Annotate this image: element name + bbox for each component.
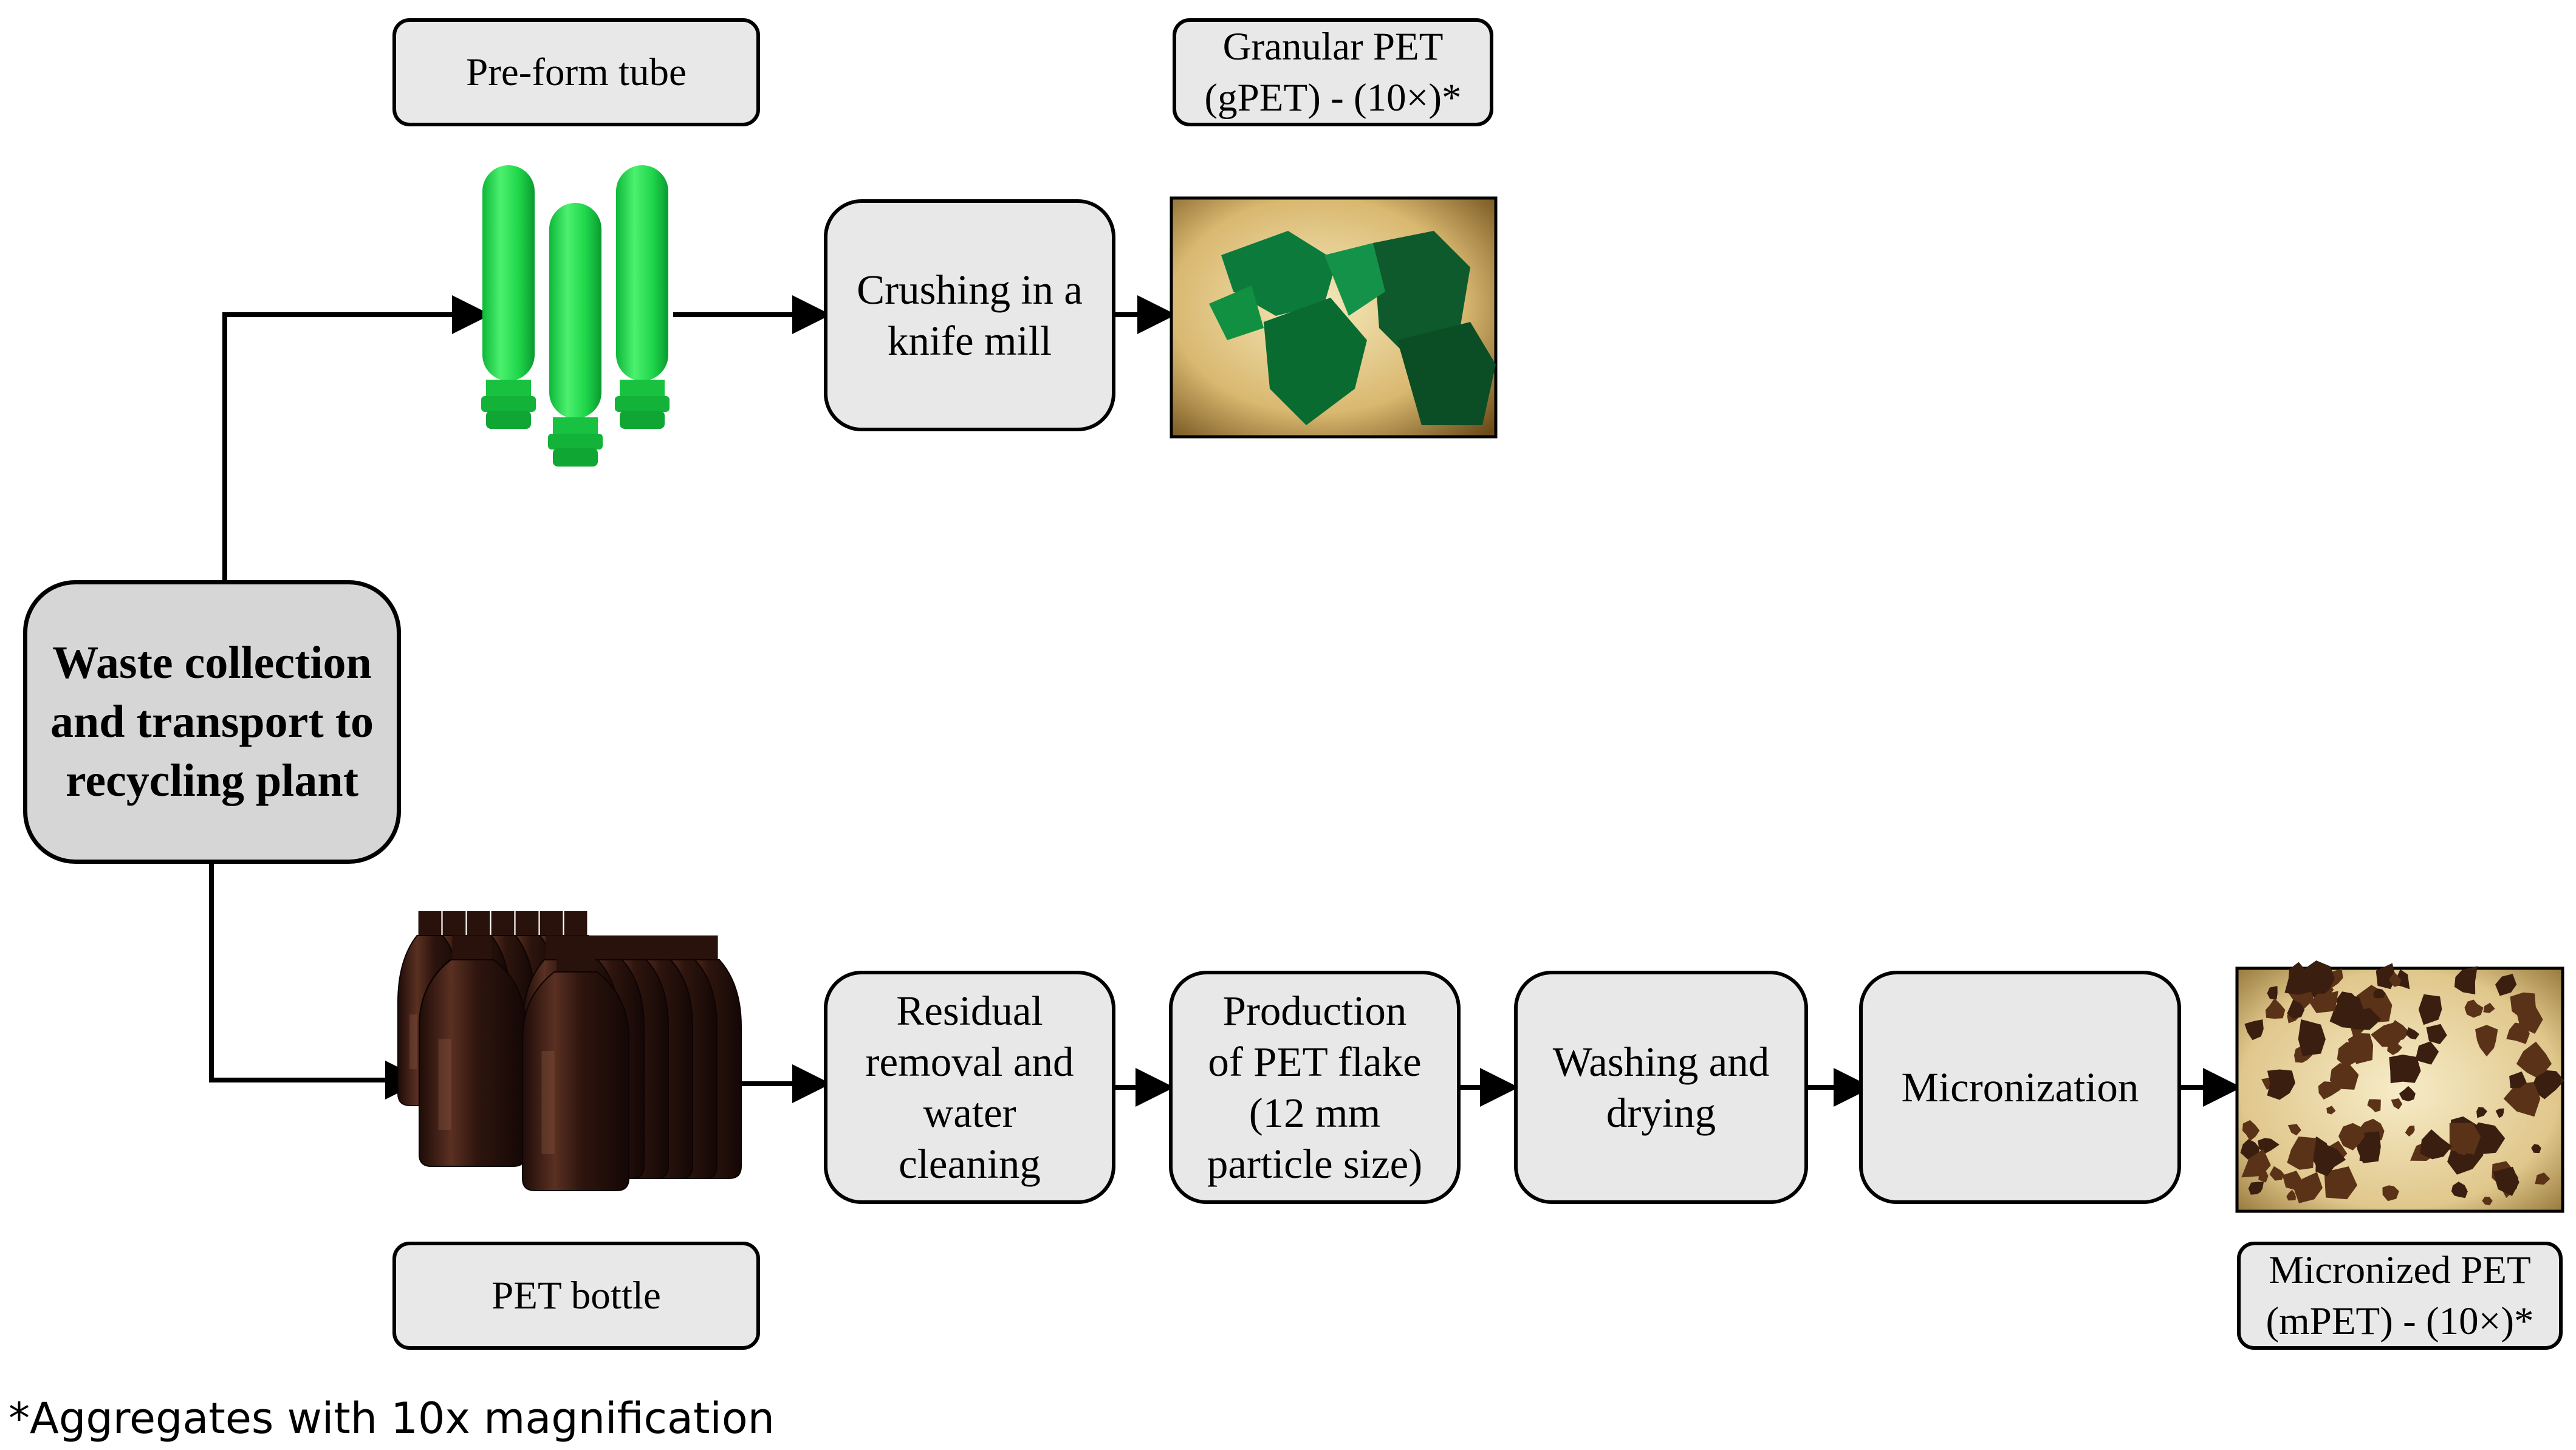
mpet-particle [2241,1149,2271,1178]
pet-bottle [522,948,629,1191]
mpet-particle [2495,974,2517,996]
mpet-particle [2476,1107,2487,1118]
mpet-particle [2464,999,2484,1018]
mpet-particle [2426,1024,2447,1044]
mpet-particle [2418,994,2442,1025]
mpet-particle [2388,1020,2410,1042]
mpet-particle [2510,992,2537,1020]
mpet-particle [2329,1063,2359,1090]
mpet-particle [2482,1197,2493,1206]
mpet-particle [2451,1182,2468,1199]
pet-granule [1397,322,1496,425]
mpet-particle [2475,1025,2498,1057]
mpet-particle [2503,1082,2541,1117]
mpet-particle [2244,1019,2264,1041]
mpet-particle [2509,1071,2527,1089]
pet-bottle [419,935,526,1167]
mpet-particle [2293,1172,2323,1203]
mpet-particle [2449,1123,2481,1155]
mpet-particle [2326,1106,2336,1115]
pet-flake-production-step: Production of PET flake (12 mm particle … [1169,971,1461,1204]
mpet-particle [2382,1185,2399,1202]
magnification-footnote: *Aggregates with 10x magnification [9,1394,775,1443]
pet-granule [1324,243,1385,316]
mpet-particle [2483,1002,2495,1013]
mpet-particle [2267,986,2278,1000]
mpet-particle [2318,1081,2341,1099]
micronization-step: Micronization [1859,971,2181,1204]
waste-collection-node: Waste collection and transport to recycl… [23,580,401,864]
preform-tubes-illustration [481,165,670,467]
mpet-particle [2269,1166,2284,1181]
washing-drying-step: Washing and drying [1514,971,1808,1204]
mpet-particle [2415,1041,2439,1065]
mpet-particle [2367,1099,2381,1112]
mpet-particle [2530,1070,2564,1099]
preform-tube [615,165,670,429]
mpet-particle [2348,1033,2374,1064]
pet-bottles-illustration [397,911,742,1191]
mpet-particles [2240,960,2564,1206]
mpet-particle [2531,1144,2541,1154]
crushing-step: Crushing in a knife mill [824,199,1115,431]
mpet-particle [2258,1170,2269,1183]
preform-tube [481,165,536,429]
mpet-particle [2267,1069,2295,1100]
pet-bottle-label: PET bottle [392,1242,760,1350]
mpet-particle [2240,1139,2260,1160]
residual-removal-step: Residual removal and water cleaning [824,971,1115,1204]
micronized-pet-micrograph [2235,960,2564,1213]
mpet-particle [2287,999,2305,1019]
mpet-particle [2309,991,2338,1013]
mpet-particle [2391,1098,2403,1110]
mpet-particle [2338,1123,2365,1151]
mpet-particle [2495,1108,2504,1118]
mpet-particle [2373,988,2386,999]
preform-tube-label: Pre-form tube [392,18,760,126]
mpet-particle [2389,1055,2421,1084]
mpet-particle [2420,1129,2452,1160]
mpet-particle [2493,1166,2519,1196]
connector-main-to-bottle [209,864,424,1099]
mpet-particle [2399,1086,2416,1102]
micronized-pet-label: Micronized PET (mPET) - (10×)* [2237,1242,2563,1350]
mpet-particle [2302,960,2335,1001]
mpet-particle [2359,1149,2371,1161]
mpet-particle [2342,1002,2361,1019]
mpet-particle [2516,1041,2552,1078]
mpet-particle [2405,1027,2420,1040]
mpet-particle [2506,1022,2530,1044]
pet-granule [1264,298,1367,425]
pet-granule [1209,286,1264,340]
mpet-particle [2298,1019,2326,1056]
mpet-particle [2242,1120,2260,1141]
granular-pet-label: Granular PET (gPET) - (10×)* [1173,18,1493,126]
mpet-particle [2273,1004,2282,1012]
mpet-particle [2287,1124,2301,1136]
mpet-particle [2248,1182,2264,1195]
mpet-particle [2286,1189,2296,1201]
connector-main-to-preform [222,295,491,580]
mpet-particle [2535,1172,2550,1185]
mpet-particle [2454,966,2478,994]
mpet-particle [2287,1136,2317,1170]
mpet-particle [2324,1166,2357,1200]
granular-pet-micrograph [1170,196,1498,439]
preform-tube [548,203,603,467]
mpet-particle [2389,972,2402,987]
mpet-particle [2405,1125,2415,1137]
